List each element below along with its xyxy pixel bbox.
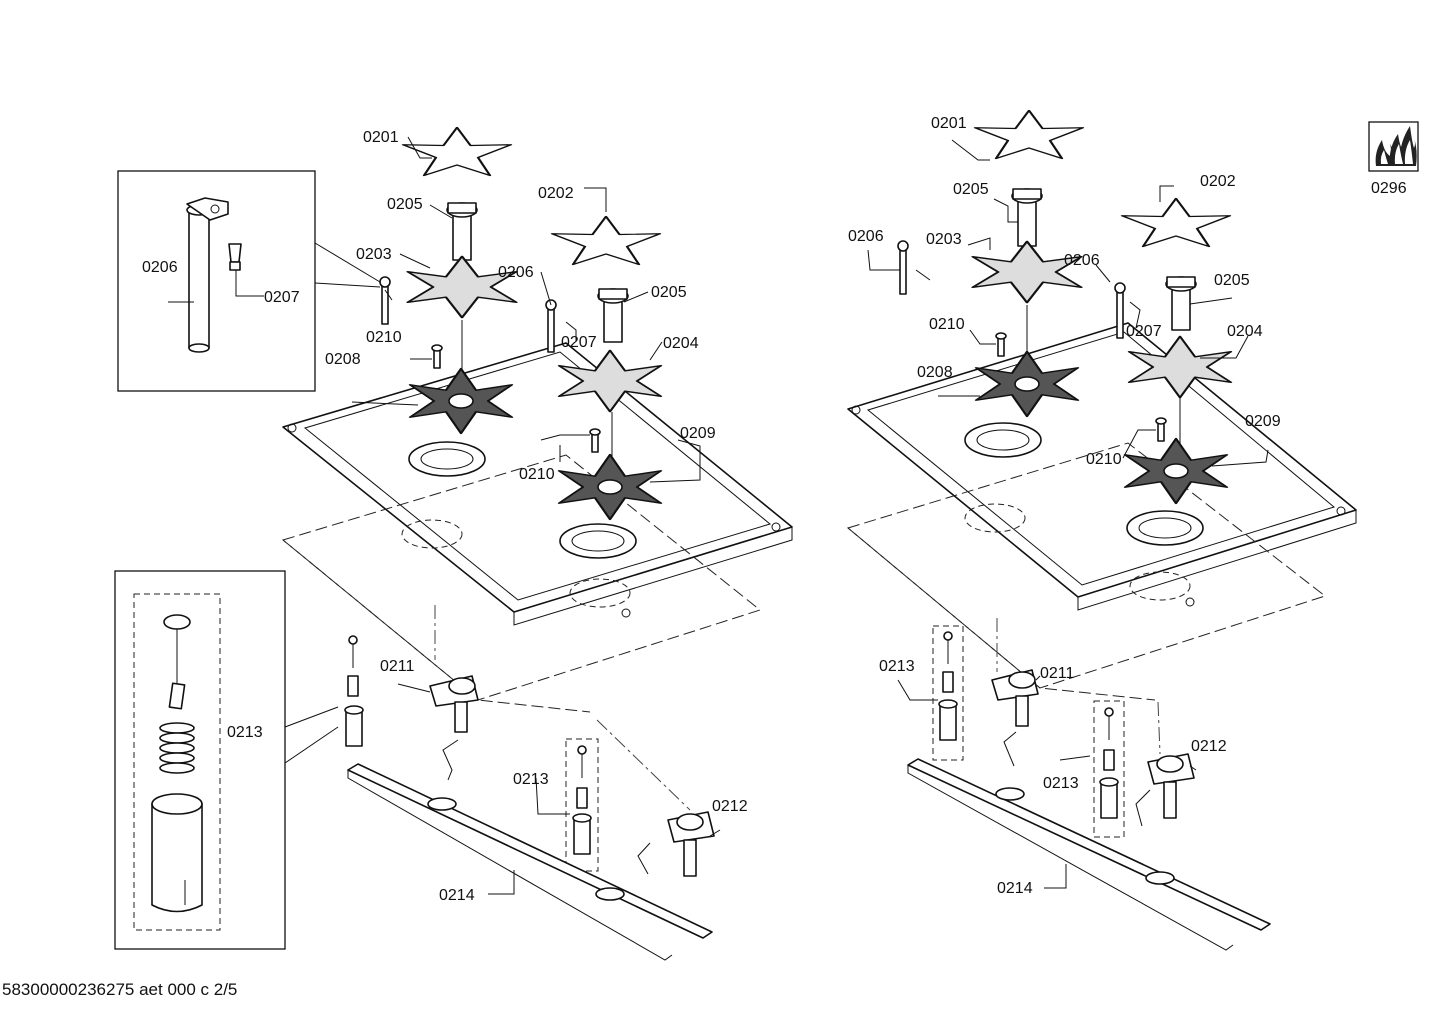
- label-0212: 0212: [712, 798, 748, 815]
- hob-base-dashed-right: [846, 442, 1327, 689]
- label-0207-r: 0207: [1126, 323, 1162, 340]
- label-0201: 0201: [363, 129, 399, 146]
- label-0203-r: 0203: [926, 231, 962, 248]
- label-0211: 0211: [380, 658, 415, 675]
- label-0206-r: 0206: [1064, 252, 1100, 269]
- spark-cap-right: [597, 288, 629, 343]
- burner-cap-right: [550, 215, 662, 266]
- injector-left: [344, 635, 364, 747]
- document-footer-code: 58300000236275 aet 000 c 2/5: [2, 980, 238, 999]
- gas-valve-0212: [637, 811, 715, 877]
- label-0214: 0214: [439, 887, 475, 904]
- label-0210-r: 0210: [1086, 451, 1122, 468]
- label-0205-r: 0205: [953, 181, 989, 198]
- right-assembly: 0201 0202 0205 0206 0203 0206 0205 0210 …: [846, 109, 1357, 951]
- spark-cap-left: [446, 202, 478, 261]
- label-0208-r: 0208: [917, 364, 953, 381]
- hob-base-dashed: [281, 454, 762, 701]
- label-0213-r: 0213: [879, 658, 915, 675]
- injector-left-r: [938, 631, 958, 741]
- label-0210-r: 0210: [929, 316, 965, 333]
- label-0211-r: 0211: [1040, 665, 1075, 682]
- gas-valve-0211: [429, 675, 479, 781]
- burner-cap-right-r: [1120, 197, 1232, 248]
- label-0202: 0202: [538, 185, 574, 202]
- label-0210: 0210: [366, 329, 402, 346]
- leader-lines-right: [867, 139, 1269, 889]
- gas-rail-r: [907, 758, 1271, 931]
- label-0206: 0206: [142, 259, 178, 276]
- label-0213-r: 0213: [1043, 775, 1079, 792]
- label-0206: 0206: [498, 264, 534, 281]
- label-0205: 0205: [651, 284, 687, 301]
- left-assembly: 0201 0202 0205 0203 0206 0205 0207 0206 …: [114, 126, 793, 961]
- label-0214-r: 0214: [997, 880, 1033, 897]
- label-0213: 0213: [513, 771, 549, 788]
- injector-center-r: [1099, 707, 1119, 819]
- gas-rail: [347, 763, 713, 939]
- label-0202-r: 0202: [1200, 173, 1236, 190]
- label-0213: 0213: [227, 724, 263, 741]
- detail-box-thermocouple: [117, 170, 316, 392]
- spark-cap-right-r: [1165, 276, 1197, 331]
- label-0201-r: 0201: [931, 115, 967, 132]
- label-0209-r: 0209: [1245, 413, 1281, 430]
- gas-valve-0211-r: [991, 669, 1039, 767]
- gas-valve-0212-r: [1135, 753, 1195, 827]
- label-0205-r: 0205: [1214, 272, 1250, 289]
- label-0206-r: 0206: [848, 228, 884, 245]
- label-0210: 0210: [519, 466, 555, 483]
- label-0212-r: 0212: [1191, 738, 1227, 755]
- spark-cap-left-r: [1011, 188, 1043, 247]
- label-0204: 0204: [663, 335, 699, 352]
- injector-detail: [151, 614, 203, 913]
- label-0207: 0207: [561, 334, 597, 351]
- thermocouple-detail: [186, 197, 242, 353]
- label-0203: 0203: [356, 246, 392, 263]
- injector-center: [572, 745, 592, 855]
- leader-lines-left: [168, 136, 721, 895]
- label-0296: 0296: [1371, 180, 1407, 197]
- burner-cap-left-r: [973, 109, 1085, 160]
- label-0205: 0205: [387, 196, 423, 213]
- burner-head-left-r: [971, 240, 1083, 304]
- label-0208: 0208: [325, 351, 361, 368]
- detail-box-injector: [114, 570, 286, 950]
- label-0209: 0209: [680, 425, 716, 442]
- burner-cap-left: [401, 126, 513, 177]
- label-0204-r: 0204: [1227, 323, 1263, 340]
- gas-flame-symbol: [1368, 121, 1419, 172]
- label-0207: 0207: [264, 289, 300, 306]
